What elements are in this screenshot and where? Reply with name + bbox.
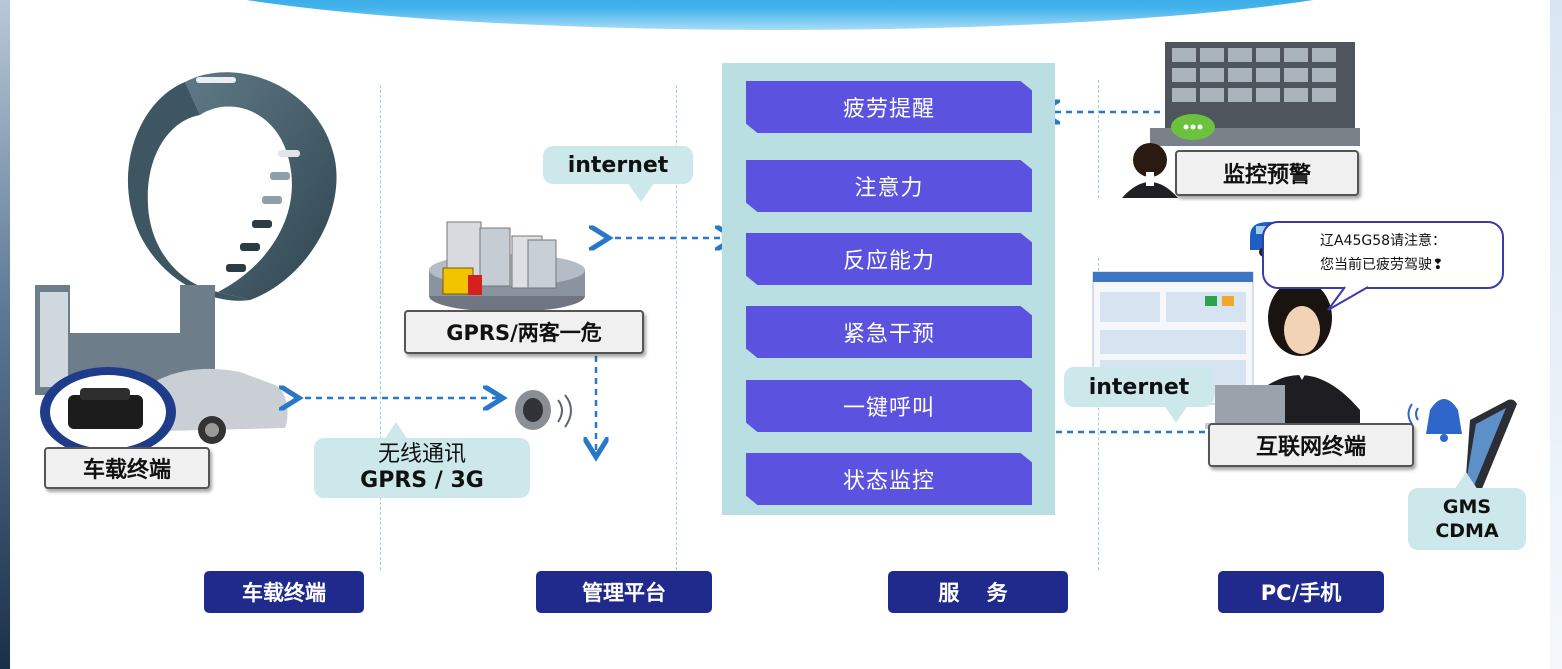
service-one-key-call: 一键呼叫: [746, 380, 1032, 432]
category-label: PC/手机: [1260, 581, 1342, 605]
vehicle-terminal-tag: 车载终端: [44, 447, 210, 489]
right-edge-shade: [1550, 0, 1562, 669]
internet-callout-top: internet: [543, 146, 693, 202]
wireless-callout: 无线通讯 GPRS / 3G: [314, 422, 530, 498]
category-service: 服 务: [888, 571, 1068, 613]
service-label: 紧急干预: [842, 322, 935, 347]
category-label: 车载终端: [242, 581, 326, 605]
gprs-3g-label: GPRS / 3G: [360, 468, 484, 493]
vehicle-terminal-label: 车载终端: [82, 458, 171, 483]
service-label: 一键呼叫: [842, 396, 935, 421]
fatigue-warning-bubble: 辽A45G58请注意： 您当前已疲劳驾驶❢: [1262, 221, 1504, 289]
warning-line-1: 辽A45G58请注意：: [1320, 233, 1447, 249]
service-label: 疲劳提醒: [842, 97, 935, 122]
gms-label: GMS: [1442, 496, 1492, 518]
category-label: 管理平台: [582, 581, 666, 605]
service-fatigue-reminder: 疲劳提醒: [746, 81, 1032, 133]
gprs-hazard-tag: GPRS/两客一危: [404, 310, 644, 354]
service-emergency: 紧急干预: [746, 306, 1032, 358]
wireless-label: 无线通讯: [377, 442, 466, 467]
category-management-platform: 管理平台: [536, 571, 712, 613]
internet-callout-right: internet: [1064, 367, 1214, 423]
separator-line-1: [380, 85, 381, 570]
left-gradient-strip: [0, 0, 10, 669]
service-attention: 注意力: [746, 160, 1032, 212]
separator-line-4: [1098, 258, 1099, 570]
service-status-monitor: 状态监控: [746, 453, 1032, 505]
service-label: 反应能力: [842, 249, 935, 274]
category-vehicle-terminal: 车载终端: [204, 571, 364, 613]
cdma-label: CDMA: [1435, 520, 1499, 542]
gprs-hazard-label: GPRS/两客一危: [446, 321, 602, 345]
service-reaction: 反应能力: [746, 233, 1032, 285]
internet-label: internet: [1088, 374, 1190, 400]
separator-line-2: [676, 85, 677, 570]
warning-line-2: 您当前已疲劳驾驶❢: [1320, 257, 1444, 273]
service-label: 状态监控: [842, 469, 935, 494]
monitoring-alert-label: 监控预警: [1222, 163, 1311, 188]
internet-terminal-tag: 互联网终端: [1208, 423, 1414, 467]
internet-terminal-label: 互联网终端: [1255, 435, 1366, 460]
category-pc-phone: PC/手机: [1218, 571, 1384, 613]
internet-label: internet: [567, 152, 669, 178]
monitoring-alert-tag: 监控预警: [1175, 150, 1359, 196]
service-label: 注意力: [854, 176, 924, 201]
separator-line-3: [1098, 80, 1099, 198]
services-panel: [722, 63, 1055, 515]
category-label: 服 务: [938, 581, 1018, 605]
gms-cdma-callout: GMS CDMA: [1408, 472, 1526, 550]
